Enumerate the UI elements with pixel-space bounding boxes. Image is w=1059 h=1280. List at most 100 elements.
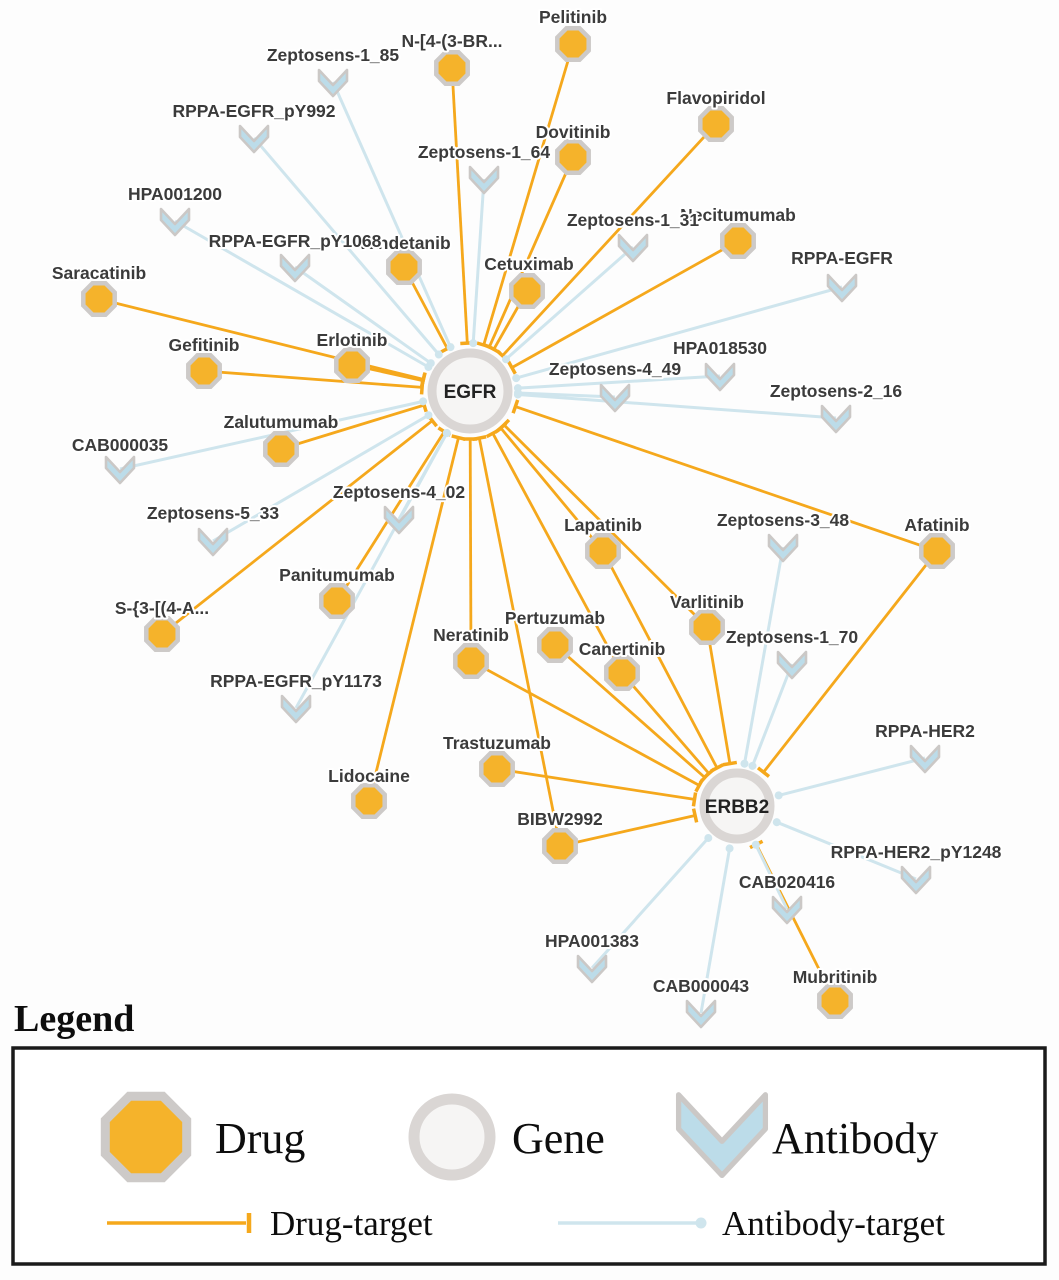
drug-node-bibw2992[interactable] <box>542 828 578 864</box>
drug-node-panitumumab[interactable] <box>319 583 355 619</box>
node-label-mubritinib: Mubritinib <box>793 967 878 987</box>
antibody-node-cab020416[interactable] <box>771 895 803 925</box>
antibody-node-cab000043[interactable] <box>685 999 717 1029</box>
drug-node-pertuzumab[interactable] <box>537 627 573 663</box>
node-label-z1-31: Zeptosens-1_31 <box>567 210 700 230</box>
antibody-node-rppa-egfr-py1068[interactable] <box>279 253 311 283</box>
node-label-gefitinib: Gefitinib <box>169 335 240 355</box>
drug-node-n4-3br[interactable] <box>434 50 470 86</box>
node-label-dovitinib: Dovitinib <box>536 122 611 142</box>
edge-z1-31-to-egfr <box>502 245 634 364</box>
drug-node-s3-4a[interactable] <box>144 616 180 652</box>
legend-drug-label: Drug <box>215 1114 305 1163</box>
edge-z1-64-to-egfr <box>469 178 486 348</box>
node-label-cetuximab: Cetuximab <box>484 254 573 274</box>
edge-z5-33-to-egfr <box>212 411 433 543</box>
edge-varlitinib-to-erbb2 <box>705 626 738 767</box>
edge-hpa001200-to-egfr <box>174 219 433 371</box>
node-label-cab000043: CAB000043 <box>653 976 750 996</box>
node-label-lidocaine: Lidocaine <box>328 766 410 786</box>
edge-canertinib-to-erbb2 <box>620 672 716 780</box>
node-label-neratinib: Neratinib <box>433 625 509 645</box>
edge-varlitinib-to-egfr <box>497 418 708 628</box>
node-label-panitumumab: Panitumumab <box>279 565 395 585</box>
node-label-trastuzumab: Trastuzumab <box>443 733 551 753</box>
edge-n4-3br-to-egfr <box>450 67 475 346</box>
edge-lapatinib-to-erbb2 <box>601 550 725 773</box>
drug-node-necitumumab[interactable] <box>720 223 756 259</box>
edge-rppa-egfr-to-egfr <box>512 285 843 383</box>
edge-cab020416-to-erbb2 <box>751 840 789 910</box>
antibody-node-rppa-egfr-py992[interactable] <box>238 124 270 154</box>
node-label-flavopiridol: Flavopiridol <box>666 88 765 108</box>
drug-node-pelitinib[interactable] <box>555 26 591 62</box>
antibody-node-z4-02[interactable] <box>383 505 415 535</box>
drug-node-erlotinib[interactable] <box>334 347 370 383</box>
node-label-hpa001383: HPA001383 <box>545 931 639 951</box>
edge-pertuzumab-to-erbb2 <box>554 643 711 784</box>
antibody-node-rppa-egfr-py1173[interactable] <box>280 694 312 724</box>
legend-title: Legend <box>14 998 134 1040</box>
drug-node-lapatinib[interactable] <box>585 533 621 569</box>
drug-node-dovitinib[interactable] <box>555 139 591 175</box>
antibody-node-hpa018530[interactable] <box>704 362 736 392</box>
node-label-hpa018530: HPA018530 <box>673 338 767 358</box>
antibody-node-z1-70[interactable] <box>776 650 808 680</box>
drug-node-lidocaine[interactable] <box>351 783 387 819</box>
edge-z1-85-to-egfr <box>331 81 455 352</box>
edge-rppa-her2-py1248-to-erbb2 <box>772 818 917 881</box>
antibody-node-rppa-her2[interactable] <box>909 744 941 774</box>
drug-node-vandetanib[interactable] <box>386 249 422 285</box>
gene-node-egfr[interactable] <box>427 348 513 434</box>
edge-s3-4a-to-egfr <box>161 414 439 636</box>
gene-node-erbb2[interactable] <box>699 768 775 844</box>
antibody-node-hpa001383[interactable] <box>576 954 608 984</box>
edge-lidocaine-to-egfr <box>367 434 466 802</box>
antibody-node-hpa001200[interactable] <box>159 207 191 237</box>
antibody-node-z4-49[interactable] <box>599 383 631 413</box>
drug-node-neratinib[interactable] <box>453 643 489 679</box>
antibody-node-z1-64[interactable] <box>468 165 500 195</box>
antibody-node-rppa-egfr[interactable] <box>826 273 858 303</box>
node-label-z4-02: Zeptosens-4_02 <box>333 482 466 502</box>
edge-z4-49-to-egfr <box>514 389 616 399</box>
drug-node-trastuzumab[interactable] <box>479 751 515 787</box>
drug-node-varlitinib[interactable] <box>689 609 725 645</box>
node-label-z4-49: Zeptosens-4_49 <box>549 359 682 379</box>
antibody-node-z1-85[interactable] <box>317 68 349 98</box>
edge-afatinib-to-egfr <box>511 399 938 553</box>
antibody-node-rppa-her2-py1248[interactable] <box>900 865 932 895</box>
edge-zalutumumab-to-egfr <box>280 397 428 451</box>
drug-node-canertinib[interactable] <box>604 655 640 691</box>
gene-label-erbb2: ERBB2 <box>705 797 769 818</box>
drug-node-afatinib[interactable] <box>919 533 955 569</box>
legend-antibody-target-label: Antibody-target <box>722 1204 945 1243</box>
node-label-varlitinib: Varlitinib <box>670 592 744 612</box>
node-label-saracatinib: Saracatinib <box>52 263 146 283</box>
node-label-n4-3br: N-[4-(3-BR... <box>401 31 502 51</box>
legend-gene-icon <box>408 1093 496 1181</box>
antibody-node-z2-16[interactable] <box>820 404 852 434</box>
node-label-rppa-egfr-py1173: RPPA-EGFR_pY1173 <box>210 671 382 691</box>
drug-node-zalutumumab[interactable] <box>263 431 299 467</box>
node-label-erlotinib: Erlotinib <box>317 330 388 350</box>
edge-rppa-egfr-py1068-to-egfr <box>294 265 435 368</box>
edge-rppa-egfr-py992-to-egfr <box>252 137 443 359</box>
drug-node-gefitinib[interactable] <box>186 353 222 389</box>
antibody-node-z1-31[interactable] <box>617 233 649 263</box>
node-label-z5-33: Zeptosens-5_33 <box>147 503 280 523</box>
drug-node-flavopiridol[interactable] <box>698 106 734 142</box>
legend-gene-label: Gene <box>512 1114 605 1163</box>
node-label-pertuzumab: Pertuzumab <box>505 608 605 628</box>
drug-node-saracatinib[interactable] <box>81 281 117 317</box>
antibody-node-z3-48[interactable] <box>767 533 799 563</box>
drug-node-mubritinib[interactable] <box>817 983 853 1019</box>
legend-antibody-icon <box>675 1092 769 1179</box>
antibody-node-z5-33[interactable] <box>197 527 229 557</box>
edge-flavopiridol-to-egfr <box>496 123 718 362</box>
node-label-cab020416: CAB020416 <box>739 872 836 892</box>
edge-z1-70-to-erbb2 <box>748 663 794 770</box>
antibody-node-cab000035[interactable] <box>104 455 136 485</box>
drug-node-cetuximab[interactable] <box>509 273 545 309</box>
